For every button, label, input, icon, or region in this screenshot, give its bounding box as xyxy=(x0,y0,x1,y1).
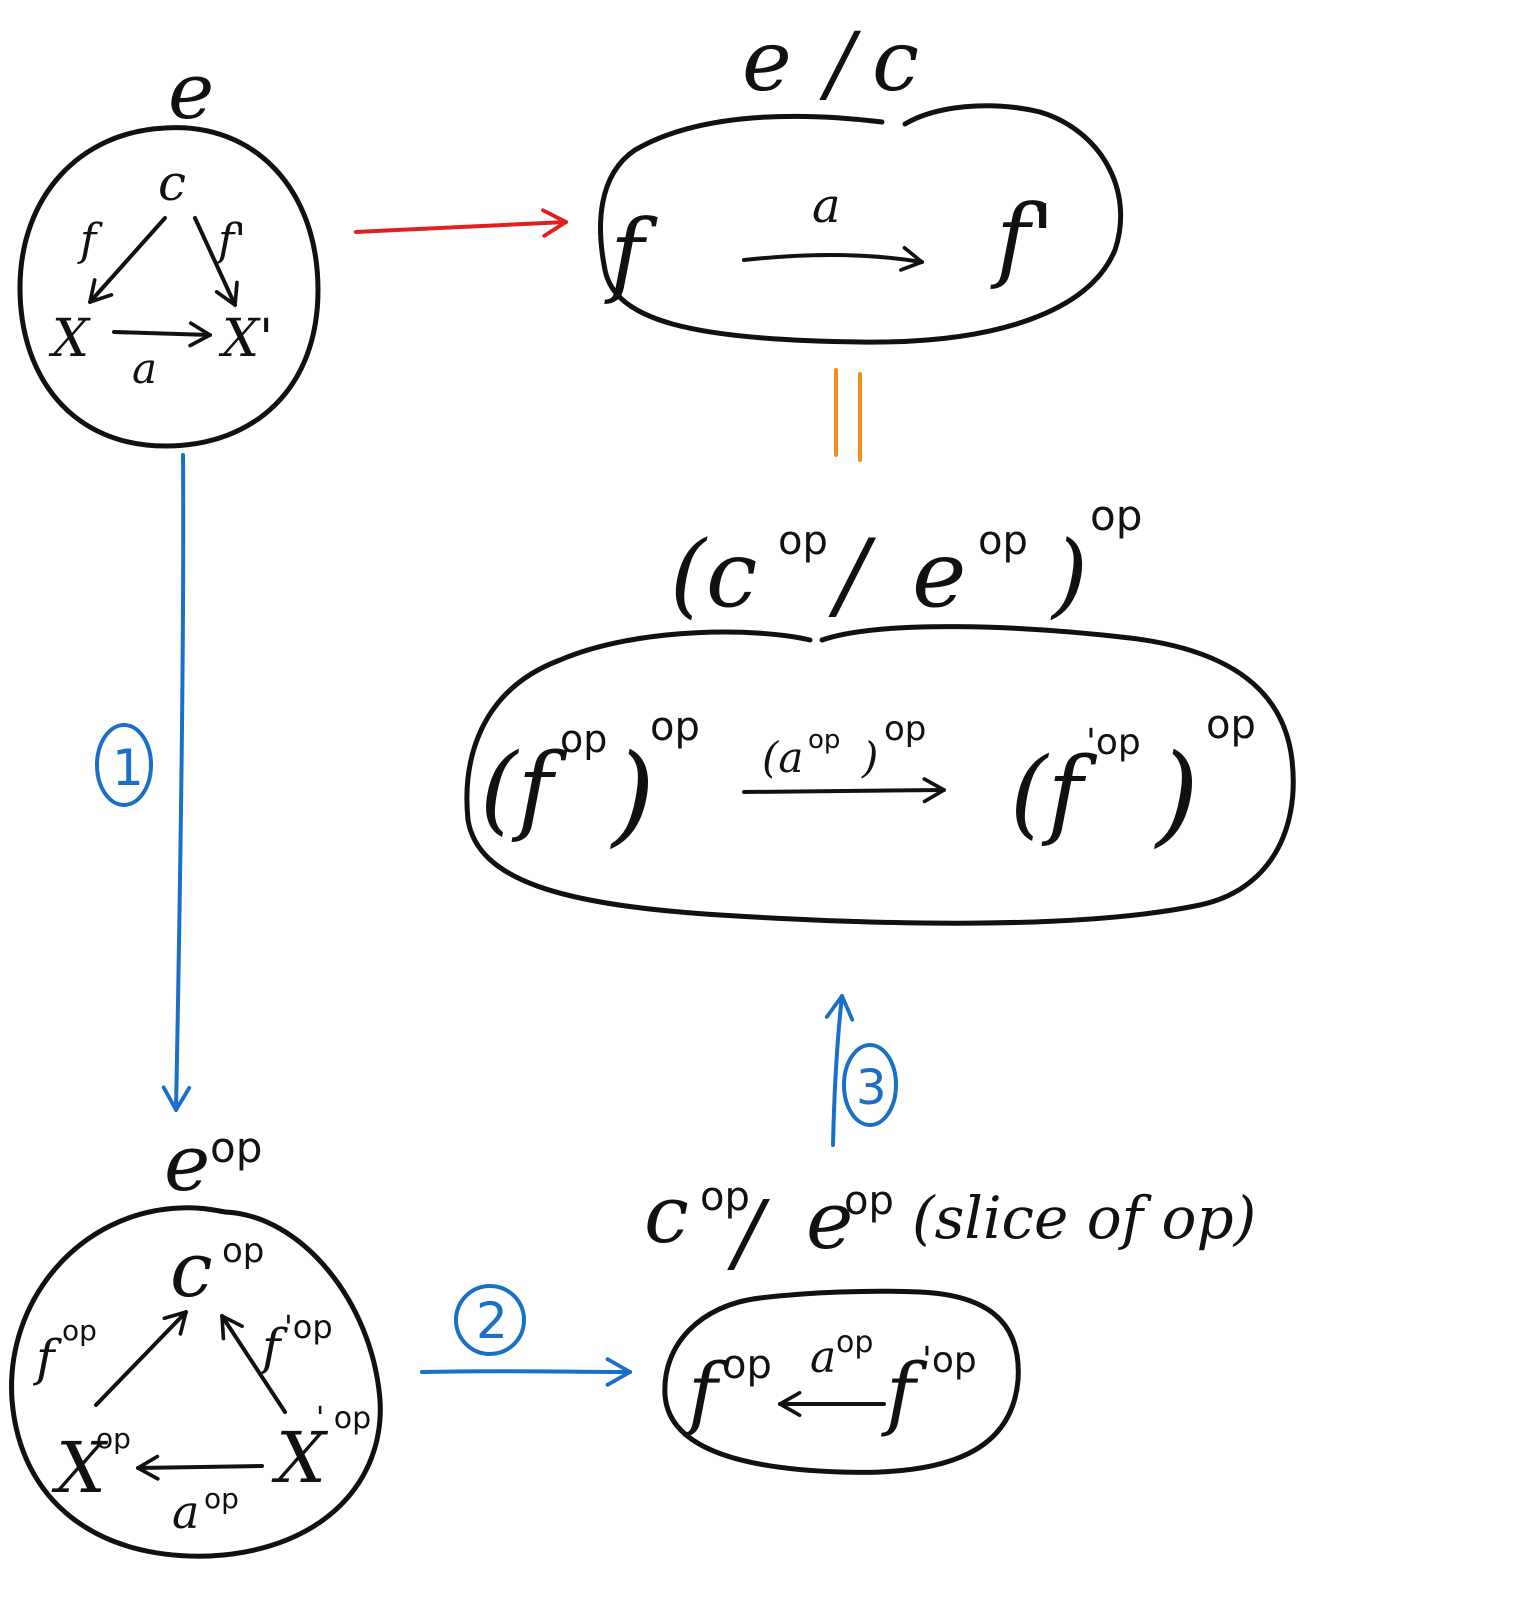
arrow-a xyxy=(112,321,212,348)
c-op-left-arrow-label: f xyxy=(32,1329,62,1387)
slice-blob xyxy=(598,103,1124,345)
equality-sign xyxy=(834,368,862,462)
slice-op-source: f xyxy=(881,1346,928,1439)
opop-target-op-outer: op xyxy=(1206,702,1256,748)
slice-object-f: f xyxy=(604,200,658,307)
slice-op-name-e: e xyxy=(806,1174,853,1267)
c-op-right-node-op: ' op xyxy=(316,1401,371,1436)
c-op-name: e xyxy=(164,1119,210,1209)
object-x-prime: X' xyxy=(218,309,273,369)
category-c: e c f f' X X' a xyxy=(17,47,321,449)
slice-name-sep: / xyxy=(819,14,862,112)
slice-object-f-prime: f' xyxy=(990,185,1055,292)
c-op-left-node-op: op xyxy=(96,1422,131,1455)
object-x: X xyxy=(48,309,91,369)
category-c-op: e op c op f op f 'op X op X ' op a op xyxy=(9,1119,383,1559)
category-slice-of-op: c op / e op (slice of op) f op a op f 'o… xyxy=(644,1168,1256,1475)
slice-op-arrow-label: a xyxy=(810,1332,836,1383)
opop-name-open: (c xyxy=(670,521,757,628)
slice-op-target-op: op xyxy=(722,1342,772,1388)
slice-op-name-sep: / xyxy=(727,1183,770,1283)
opop-target-op-inner: 'op xyxy=(1086,722,1141,763)
slice-op-name-note: (slice of op) xyxy=(912,1184,1256,1252)
step-2-circle xyxy=(454,1284,526,1356)
opop-source-op-inner: op xyxy=(560,717,607,761)
arrow-f-prime xyxy=(193,216,239,307)
opop-name-op1: op xyxy=(778,518,828,564)
slice-arrow-a xyxy=(742,246,924,272)
opop-blob xyxy=(464,624,1296,926)
slice-name-c: c xyxy=(872,12,919,110)
opop-target-base: (f xyxy=(1010,737,1097,849)
slice-op-name-c-op: op xyxy=(700,1174,750,1220)
step-2-arrow xyxy=(420,1357,632,1387)
c-op-blob xyxy=(9,1205,383,1559)
step-1-arrow xyxy=(161,453,192,1112)
c-op-left-node: X xyxy=(51,1427,109,1509)
c-op-right-node: X xyxy=(271,1417,329,1499)
c-op-apex: c xyxy=(170,1225,213,1314)
opop-name-e: e xyxy=(912,521,966,628)
c-op-right-arrow-op: 'op xyxy=(284,1308,333,1346)
arrow-label-f: f xyxy=(77,215,103,266)
c-op-arrow-a-op xyxy=(136,1454,264,1481)
slice-op-name-c: c xyxy=(644,1168,689,1261)
step-3: 3 xyxy=(824,994,898,1147)
opop-source-close: ) xyxy=(610,730,655,858)
opop-arrow-label-close: ) xyxy=(861,733,878,782)
object-c: c xyxy=(158,154,186,212)
c-op-arrow-f-op xyxy=(94,1310,188,1407)
opop-source-op-outer: op xyxy=(650,704,700,750)
opop-arrow-label-op-inner: op xyxy=(808,725,840,755)
slice-op-blob xyxy=(662,1288,1021,1475)
opop-name-close: ) xyxy=(1050,521,1088,628)
opop-name-op3: op xyxy=(1090,491,1142,540)
arrow-f xyxy=(88,216,167,304)
opop-name-sep: / xyxy=(828,519,877,631)
slice-op-source-op: 'op xyxy=(922,1340,977,1381)
step-1-circle xyxy=(95,723,153,807)
arrow-label-f-prime: f' xyxy=(215,215,246,266)
step-1: 1 xyxy=(95,453,192,1112)
opop-source-base: (f xyxy=(480,733,567,845)
category-c-blob xyxy=(17,125,321,449)
c-op-left-arrow-op: op xyxy=(62,1314,97,1347)
step-1-number: 1 xyxy=(112,739,144,797)
category-op-slice-op: (c op / e op ) op (f op ) op (a op ) op … xyxy=(464,491,1296,926)
functor-arrow-red xyxy=(354,208,568,238)
c-op-name-op: op xyxy=(210,1123,262,1172)
slice-arrow-label-a: a xyxy=(812,178,841,234)
step-3-circle xyxy=(842,1043,898,1127)
opop-arrow-label-open: (a xyxy=(762,733,803,782)
step-3-arrow xyxy=(824,994,855,1147)
slice-op-arrow-label-op: op xyxy=(836,1325,873,1360)
category-slice: e / c f a f' xyxy=(598,12,1124,345)
c-op-bottom-arrow-op: op xyxy=(204,1482,239,1515)
opop-target-close: ) xyxy=(1154,730,1199,858)
c-op-arrow-f-prime-op xyxy=(220,1314,287,1414)
slice-name-e: e xyxy=(742,12,792,110)
opop-name-op2: op xyxy=(978,518,1028,564)
arrow-label-a: a xyxy=(132,344,157,393)
step-3-number: 3 xyxy=(856,1060,887,1116)
c-op-bottom-arrow-label: a xyxy=(172,1485,199,1539)
step-2-number: 2 xyxy=(476,1292,508,1350)
opop-arrow xyxy=(742,777,946,804)
category-c-name: e xyxy=(168,47,214,137)
slice-op-name-e-op: op xyxy=(844,1178,894,1224)
step-2: 2 xyxy=(420,1284,632,1387)
c-op-apex-op: op xyxy=(222,1231,264,1271)
opop-arrow-label-op-outer: op xyxy=(884,709,926,749)
